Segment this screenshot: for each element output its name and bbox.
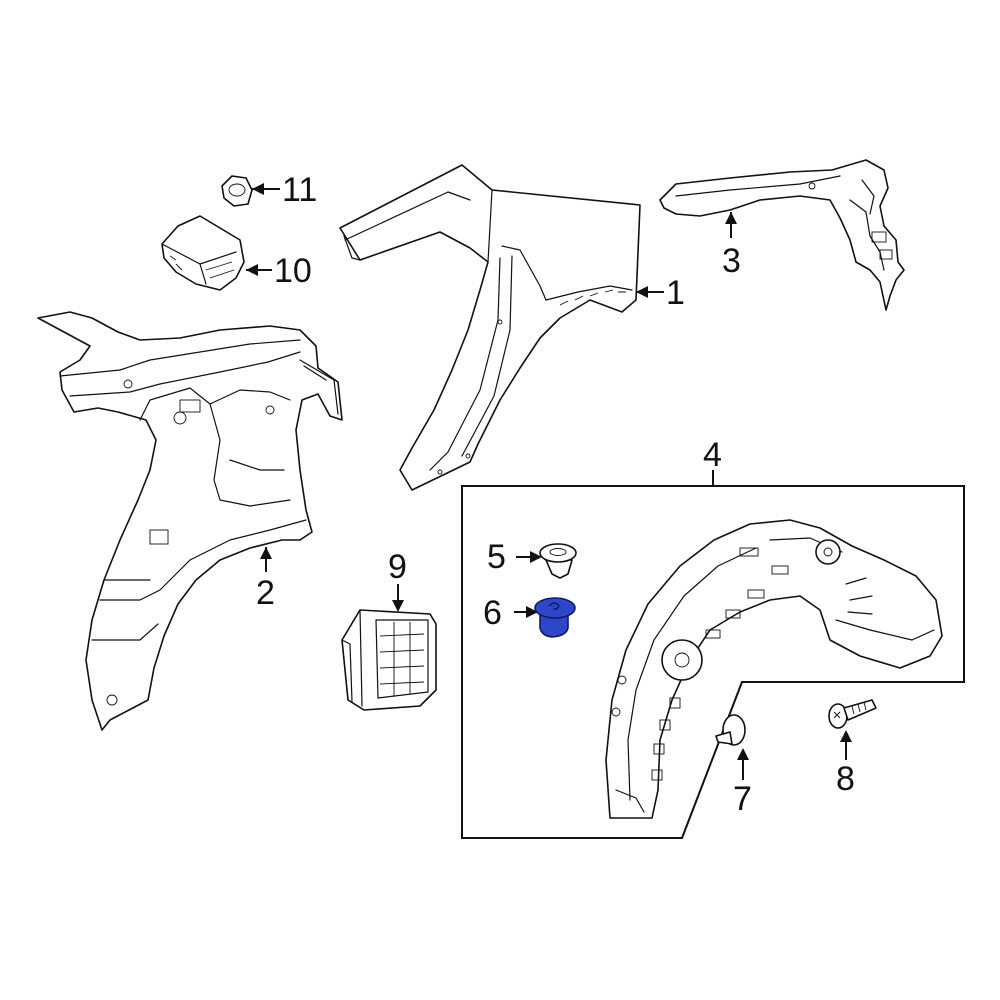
leader-arrows — [246, 183, 852, 780]
callout-1: 1 — [666, 274, 685, 312]
part-6-grommet-highlighted[interactable] — [534, 597, 576, 638]
part-1-quarter-panel[interactable] — [339, 164, 641, 491]
part-10-control-module[interactable] — [161, 215, 245, 291]
callout-5: 5 — [487, 538, 506, 576]
callout-3: 3 — [722, 242, 741, 280]
part-7-push-pin[interactable] — [715, 714, 746, 746]
part-11-nut[interactable] — [221, 175, 253, 207]
callout-6: 6 — [483, 594, 502, 632]
part-3-reinforcement-bracket[interactable] — [659, 159, 905, 311]
callout-8: 8 — [836, 760, 855, 798]
part-5-clip-nut[interactable] — [539, 543, 577, 579]
callout-7: 7 — [733, 780, 752, 818]
callout-2: 2 — [256, 574, 275, 612]
callout-11: 11 — [282, 171, 317, 209]
callout-labels: 1 2 3 4 5 6 7 8 9 10 11 — [256, 171, 855, 818]
part-2-inner-quarter-structure[interactable] — [37, 311, 343, 731]
callout-9: 9 — [388, 548, 407, 586]
part-8-screw[interactable] — [828, 699, 877, 729]
part-4-wheelhouse-liner[interactable] — [605, 519, 943, 819]
callout-10: 10 — [274, 252, 312, 290]
callout-4: 4 — [703, 436, 722, 474]
part-4-kit-box — [461, 485, 965, 839]
part-9-pressure-vent[interactable] — [341, 609, 437, 711]
